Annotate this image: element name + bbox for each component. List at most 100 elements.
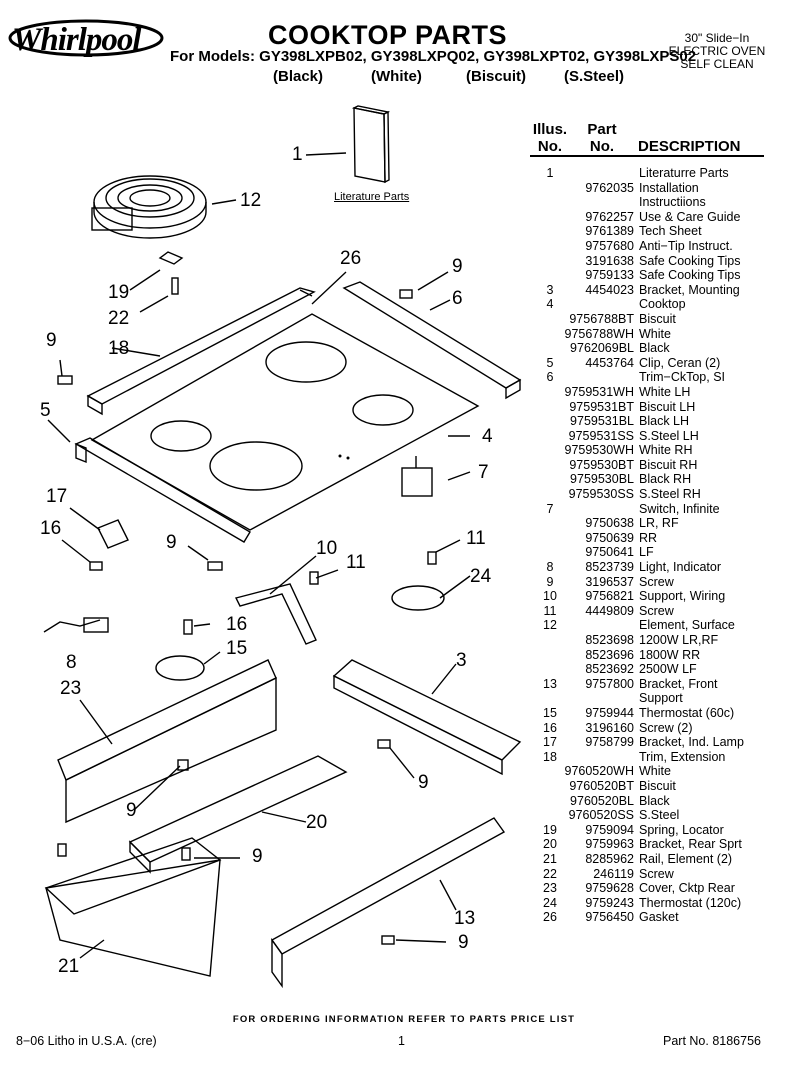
illus-no: 26: [543, 910, 557, 925]
illus-no: 13: [543, 676, 557, 691]
callout-9b: 9: [46, 330, 57, 351]
description: White: [639, 326, 671, 341]
illus-no: 7: [546, 501, 554, 516]
color-biscuit: (Biscuit): [466, 68, 526, 85]
part-no: 9759530WH: [564, 443, 635, 458]
part-no: 246119: [593, 866, 634, 881]
part-no: 9750638: [585, 516, 634, 531]
description: Cooktop: [639, 297, 686, 312]
description: Cover, Cktp Rear: [639, 881, 735, 896]
part-no: 9759531BT: [569, 399, 634, 414]
description: 1200W LR,RF: [639, 633, 719, 647]
part-no: 9756788WH: [564, 326, 635, 341]
illus-no: 20: [543, 837, 557, 852]
callout-17: 17: [46, 486, 68, 507]
callout-24: 24: [470, 566, 492, 587]
callout-9g: 9: [458, 932, 469, 953]
product-type: 30" Slide−In ELECTRIC OVEN SELF CLEAN: [668, 31, 766, 71]
description: Gasket: [639, 910, 679, 925]
description: Spring, Locator: [639, 822, 724, 837]
illus-no: 10: [543, 589, 557, 604]
part-no: 9757680: [585, 238, 634, 253]
part-no: 9759531WH: [564, 384, 635, 399]
callout-3: 3: [456, 650, 467, 671]
part-no: 9762257: [585, 209, 634, 224]
callout-12: 12: [240, 190, 262, 211]
description: Biscuit: [639, 311, 676, 326]
callout-13: 13: [454, 908, 476, 929]
models-line: For Models: GY398LXPB02, GY398LXPQ02, GY…: [170, 48, 697, 65]
part-no: 8523698: [585, 633, 634, 647]
description: RR: [639, 530, 658, 545]
description: Black LH: [639, 414, 690, 429]
description: Installation: [639, 180, 699, 195]
callout-15: 15: [226, 638, 248, 659]
callout-16a: 16: [40, 518, 62, 539]
description: Screw: [639, 603, 674, 618]
illus-no: 17: [543, 735, 557, 750]
description: Use & Care Guide: [639, 209, 741, 224]
exploded-parts-diagram: [43, 105, 522, 989]
literature-parts-label: Literature Parts: [334, 191, 410, 203]
description: Safe Cooking Tips: [639, 253, 741, 268]
callout-26: 26: [340, 248, 362, 269]
description: Thermostat (60c): [639, 705, 735, 720]
illus-no: 19: [543, 822, 557, 837]
callout-8: 8: [66, 652, 77, 673]
callout-10: 10: [316, 538, 338, 559]
description: LF: [639, 545, 654, 560]
part-no: 4449809: [585, 603, 634, 618]
description: Instructiions: [639, 195, 706, 210]
illus-no: 1: [546, 166, 554, 180]
description: White LH: [639, 384, 691, 399]
description: Rail, Element (2): [639, 851, 733, 866]
ordering-note: FOR ORDERING INFORMATION REFER TO PARTS …: [232, 1014, 576, 1025]
callout-23: 23: [60, 678, 82, 699]
part-no: 4454023: [585, 282, 634, 297]
description: Thermostat (120c): [639, 895, 742, 910]
description: Black: [639, 793, 670, 808]
description: Tech Sheet: [639, 224, 702, 239]
part-no: 9760520SS: [568, 808, 634, 823]
part-no: 8523692: [585, 662, 634, 677]
description: Trim−CkTop, SI: [639, 370, 726, 385]
description: Biscuit RH: [639, 457, 698, 472]
illus-no: 4: [546, 297, 554, 312]
whirlpool-swoosh-icon: [8, 19, 164, 57]
brand-logo: Whirlpool: [12, 22, 142, 58]
callout-9d: 9: [418, 772, 429, 793]
description: Screw: [639, 574, 674, 589]
description: Bracket, Mounting: [639, 282, 740, 297]
part-no: 9762035: [585, 180, 634, 195]
description: 2500W LF: [639, 662, 697, 677]
part-no: 3196537: [585, 574, 634, 589]
callout-5: 5: [40, 400, 51, 421]
illus-no: 22: [543, 866, 557, 881]
part-no: 4453764: [585, 355, 634, 370]
color-variants: (Black) (White) (Biscuit) (S.Steel): [0, 68, 808, 88]
callout-11b: 11: [466, 528, 486, 549]
illus-no: 5: [546, 355, 554, 370]
part-no: 9758799: [585, 735, 634, 750]
part-no: 9750641: [585, 545, 634, 560]
illus-no: 23: [543, 881, 557, 896]
description: Black RH: [639, 472, 692, 487]
description: Biscuit LH: [639, 399, 696, 414]
part-no: 9760520WH: [564, 764, 635, 779]
part-no: 8523739: [585, 560, 634, 575]
description: Bracket, Rear Sprt: [639, 837, 742, 852]
description: Literaturre Parts: [639, 166, 729, 180]
description: Support, Wiring: [639, 589, 726, 604]
description: Screw (2): [639, 720, 693, 735]
callout-20: 20: [306, 812, 328, 833]
illus-no: 15: [543, 705, 557, 720]
callout-7: 7: [478, 462, 489, 483]
part-no: 9759531SS: [568, 428, 634, 443]
illus-no: 16: [543, 720, 557, 735]
description: Light, Indicator: [639, 560, 721, 575]
illus-no: 3: [546, 282, 554, 297]
description: Bracket, Front: [639, 676, 718, 691]
color-steel: (S.Steel): [564, 68, 625, 85]
callout-1: 1: [292, 144, 303, 165]
